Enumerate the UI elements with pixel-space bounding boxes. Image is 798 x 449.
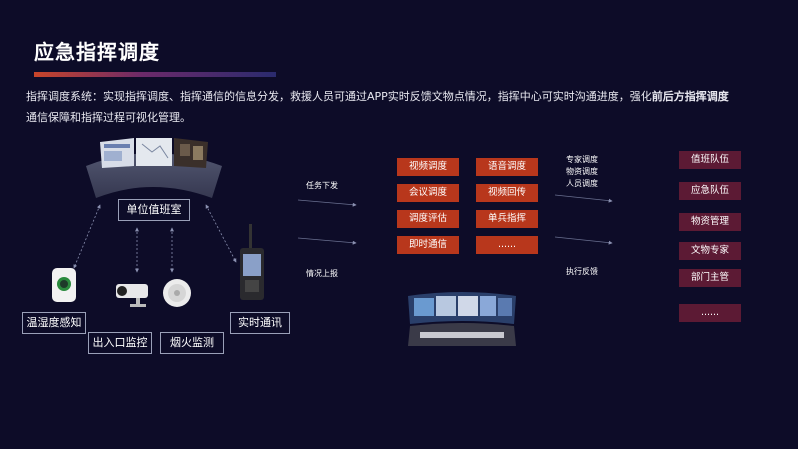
execute-feedback-label: 执行反馈 bbox=[566, 267, 598, 276]
entrance-label: 出入口监控 bbox=[88, 332, 152, 354]
function-video-return: 视频回传 bbox=[476, 184, 538, 202]
comm-label: 实时通讯 bbox=[230, 312, 290, 334]
function-voice-dispatch: 语音调度 bbox=[476, 158, 538, 176]
function-video-dispatch: 视频调度 bbox=[397, 158, 459, 176]
video-wall-image bbox=[98, 138, 210, 168]
team-heritage-expert: 文物专家 bbox=[679, 242, 741, 260]
smoke-detector-icon bbox=[162, 278, 192, 308]
command-center-image bbox=[406, 290, 518, 348]
function-more: ...... bbox=[476, 236, 538, 254]
function-meeting-dispatch: 会议调度 bbox=[397, 184, 459, 202]
function-dispatch-eval: 调度评估 bbox=[397, 210, 459, 228]
page-title: 应急指挥调度 bbox=[34, 40, 160, 64]
description-text-1: 指挥调度系统：实现指挥调度、指挥通信的信息分发，救援人员可通过APP实时反馈文物… bbox=[26, 90, 652, 103]
task-down-label: 任务下发 bbox=[306, 181, 338, 190]
radio-terminal-icon bbox=[240, 224, 264, 302]
team-duty: 值班队伍 bbox=[679, 151, 741, 169]
dispatch-expert: 专家调度 bbox=[566, 155, 598, 164]
team-emergency: 应急队伍 bbox=[679, 182, 741, 200]
description-bold: 前后方指挥调度 bbox=[651, 90, 729, 103]
dispatch-personnel: 人员调度 bbox=[566, 179, 598, 188]
description-text-2: 通信保障和指挥过程可视化管理。 bbox=[26, 111, 191, 124]
team-more: ...... bbox=[679, 304, 741, 322]
dispatch-types: 专家调度 物资调度 人员调度 bbox=[562, 154, 602, 190]
title-underline bbox=[34, 72, 276, 77]
report-up-label: 情况上报 bbox=[306, 269, 338, 278]
humidity-label: 温湿度感知 bbox=[22, 312, 86, 334]
team-department-head: 部门主管 bbox=[679, 269, 741, 287]
duty-room-label: 单位值班室 bbox=[118, 199, 190, 221]
description: 指挥调度系统：实现指挥调度、指挥通信的信息分发，救援人员可通过APP实时反馈文物… bbox=[26, 86, 776, 128]
function-soldier-command: 单兵指挥 bbox=[476, 210, 538, 228]
team-material: 物资管理 bbox=[679, 213, 741, 231]
function-instant-comm: 即时通信 bbox=[397, 236, 459, 254]
camera-icon bbox=[114, 280, 154, 308]
humidity-sensor-icon bbox=[52, 268, 76, 302]
dispatch-material: 物资调度 bbox=[566, 167, 598, 176]
smoke-label: 烟火监测 bbox=[160, 332, 224, 354]
